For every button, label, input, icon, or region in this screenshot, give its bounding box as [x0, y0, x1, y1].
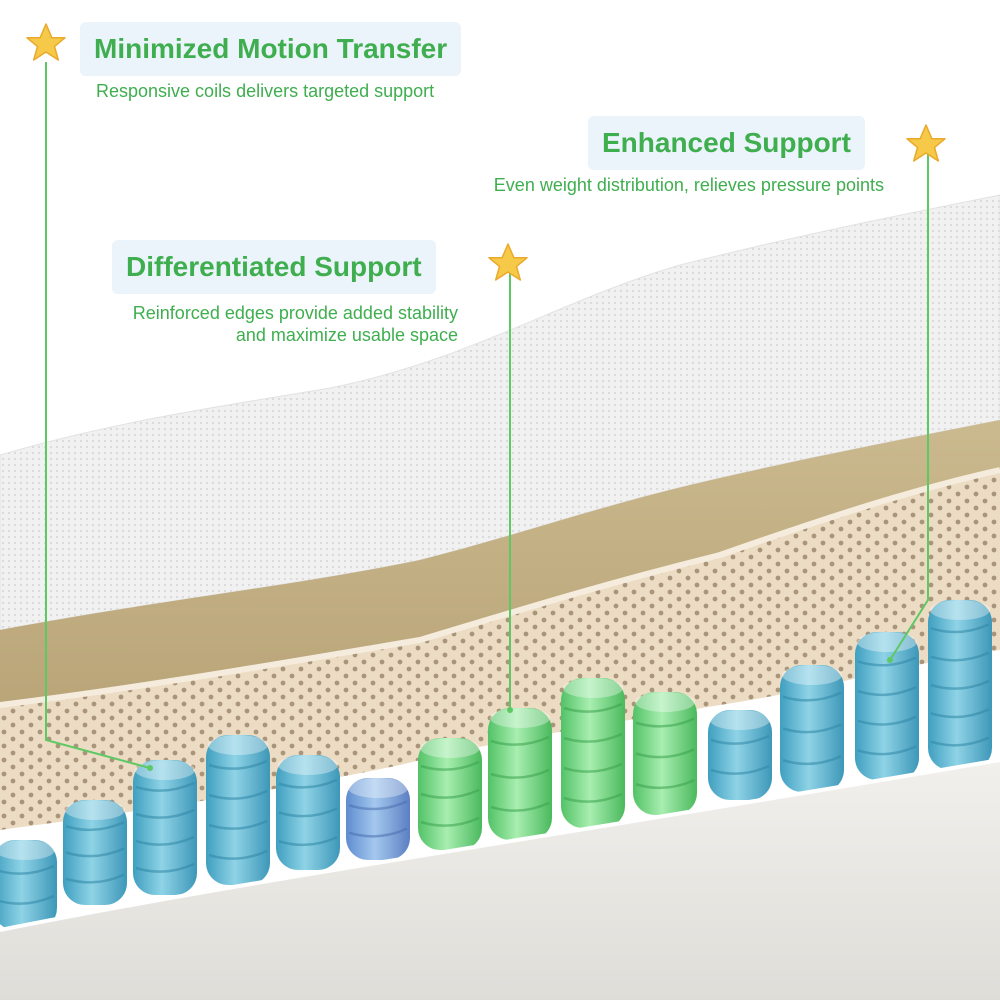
pocket-coil [276, 755, 340, 870]
pocket-coil [63, 800, 127, 905]
pocket-coil [633, 692, 697, 815]
pocket-coil [708, 710, 772, 800]
callout-subtitle-differentiated-support-line2: and maximize usable space [235, 325, 458, 345]
star-icon [488, 243, 528, 281]
pocket-coil [206, 735, 270, 885]
leader-dot [887, 657, 893, 663]
leader-line-enhanced-support [889, 150, 929, 661]
leader-dot [507, 707, 513, 713]
leader-dot [147, 765, 153, 771]
leader-line-motion-transfer [45, 62, 151, 769]
callout-subtitle-enhanced-support: Even weight distribution, relieves press… [493, 175, 884, 195]
pocket-coil [0, 840, 57, 930]
star-icon [906, 124, 946, 162]
latex-edge [0, 467, 1000, 708]
pocket-coil [488, 708, 552, 840]
callout-title-motion-transfer: Minimized Motion Transfer [80, 22, 462, 76]
callout-title-enhanced-support: Enhanced Support [588, 116, 865, 170]
pocket-coil-row [0, 600, 992, 930]
pocket-coil [855, 632, 919, 780]
star-icon [26, 23, 66, 61]
pocket-coil [133, 760, 197, 895]
pocket-coil [346, 778, 410, 860]
callout-subtitle-motion-transfer: Responsive coils delivers targeted suppo… [96, 81, 435, 101]
pocket-coil [418, 738, 482, 850]
pocket-coil [928, 600, 992, 770]
mattress-base [0, 760, 1000, 1000]
comfort-foam-layer [0, 420, 1000, 705]
callout-title-differentiated-support: Differentiated Support [112, 240, 436, 294]
mesh-cover-layer [0, 194, 1000, 631]
pocket-coil [561, 678, 625, 828]
mattress-base-edge [0, 758, 1000, 932]
callout-subtitle-differentiated-support-line1: Reinforced edges provide added stability [132, 303, 458, 323]
pocket-coil [780, 665, 844, 792]
